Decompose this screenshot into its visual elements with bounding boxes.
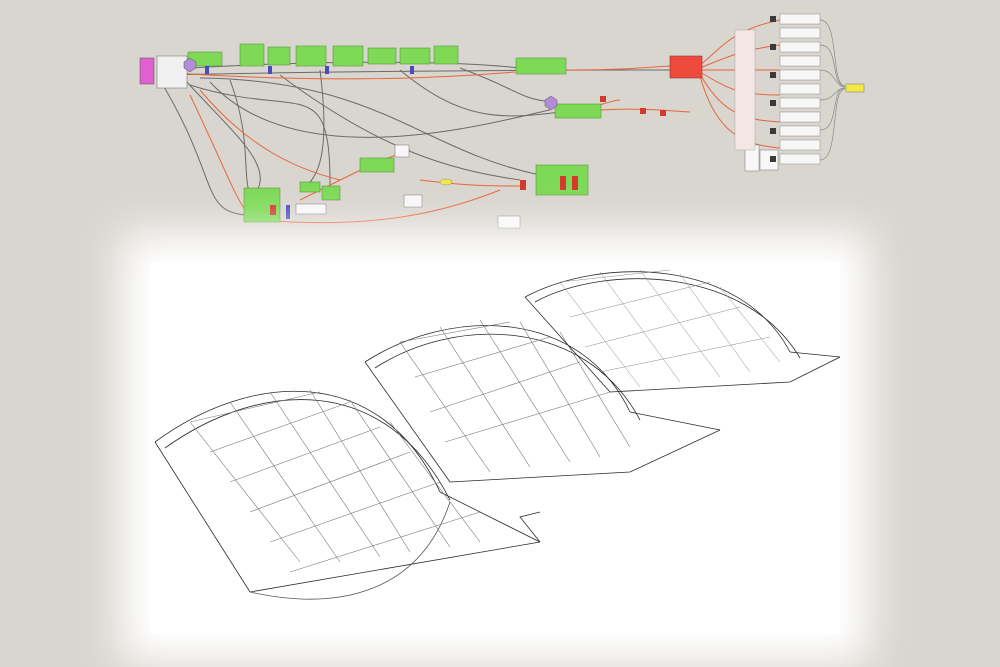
- output-component-stack[interactable]: [734, 13, 821, 165]
- white-components[interactable]: [295, 144, 779, 229]
- cluster-node[interactable]: [544, 95, 558, 111]
- relay-nodes[interactable]: [205, 66, 414, 219]
- green-component-groups[interactable]: [187, 43, 602, 223]
- red-small-nodes[interactable]: [270, 96, 666, 215]
- node-graph[interactable]: [0, 0, 1000, 260]
- input-parameter-node[interactable]: [139, 57, 155, 85]
- shell-front: [154, 389, 541, 600]
- arched-shell-render: [154, 269, 841, 600]
- output-fan-wires: [819, 19, 846, 161]
- cluster-node-2[interactable]: [183, 57, 197, 73]
- final-output-panel[interactable]: [845, 83, 865, 93]
- grey-wires: [159, 61, 671, 216]
- yellow-param[interactable]: [439, 178, 453, 186]
- red-core-component[interactable]: [669, 55, 703, 79]
- shell-middle: [364, 319, 721, 483]
- shell-back: [524, 269, 841, 393]
- render-viewport: [150, 262, 841, 634]
- input-slider-group[interactable]: [156, 55, 188, 89]
